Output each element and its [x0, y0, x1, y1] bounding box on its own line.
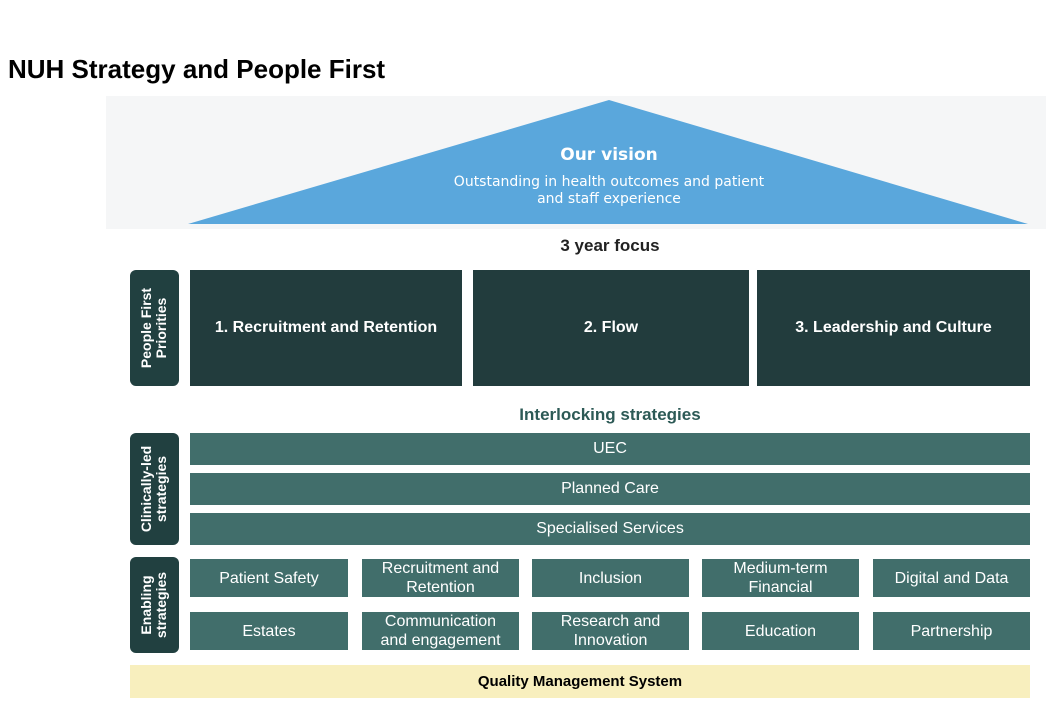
- vision-heading: Our vision: [560, 145, 658, 165]
- enabling-box-line: and engagement: [380, 632, 501, 649]
- enabling-inclusion: Inclusion: [532, 559, 689, 597]
- enabling-box-line: Digital and Data: [894, 569, 1009, 587]
- enabling-box-line: Innovation: [573, 632, 648, 649]
- enabling-box-line: Recruitment and: [381, 560, 500, 577]
- enabling-box-line: Communication: [384, 613, 497, 630]
- band-planned-care: Planned Care: [190, 473, 1030, 505]
- people-first-label: People First Priorities: [130, 270, 179, 386]
- priority-leadership: 3. Leadership and Culture: [757, 270, 1030, 386]
- vision-text-line: Outstanding in health outcomes and patie…: [453, 174, 765, 190]
- enabling-box-line: Patient Safety: [219, 569, 319, 587]
- enabling-box-line: Partnership: [910, 622, 993, 640]
- enabling-box-line: Education: [744, 622, 817, 640]
- enabling-label-text: Enabling strategies: [139, 571, 170, 639]
- vision-roof: [188, 100, 1028, 224]
- focus-heading: 3 year focus: [560, 236, 660, 255]
- interlocking-heading: Interlocking strategies: [519, 405, 701, 424]
- band-specialised-services: Specialised Services: [190, 513, 1030, 545]
- page-title: NUH Strategy and People First: [8, 54, 386, 84]
- enabling-box-line: Research and: [560, 613, 661, 630]
- side-label-line: Priorities: [153, 297, 170, 359]
- enabling-box-line: Financial: [748, 579, 813, 596]
- quality-management-system: Quality Management System: [130, 665, 1030, 698]
- side-label-line: strategies: [153, 571, 170, 639]
- clinically-led-label: Clinically-led strategies: [130, 433, 179, 545]
- enabling-estates: Estates: [190, 612, 348, 650]
- vision-text-line: and staff experience: [537, 191, 681, 207]
- clinically-led-label-text: Clinically-led strategies: [139, 446, 170, 532]
- enabling-box-line: Inclusion: [578, 569, 643, 587]
- enabling-patient-safety: Patient Safety: [190, 559, 348, 597]
- enabling-box-line: Estates: [242, 622, 296, 640]
- enabling-box-line: Retention: [406, 579, 475, 596]
- enabling-communication-engagement: Communication and engagement: [362, 612, 519, 650]
- enabling-partnership: Partnership: [873, 612, 1030, 650]
- priority-recruitment: 1. Recruitment and Retention: [190, 270, 462, 386]
- vision-triangle: [188, 100, 1028, 224]
- band-uec: UEC: [190, 433, 1030, 465]
- side-label-line: strategies: [153, 455, 170, 523]
- enabling-education: Education: [702, 612, 859, 650]
- priority-flow: 2. Flow: [473, 270, 749, 386]
- people-first-label-text: People First Priorities: [139, 288, 170, 368]
- enabling-label: Enabling strategies: [130, 557, 179, 653]
- enabling-box-line: Medium-term: [733, 560, 828, 577]
- enabling-digital-data: Digital and Data: [873, 559, 1030, 597]
